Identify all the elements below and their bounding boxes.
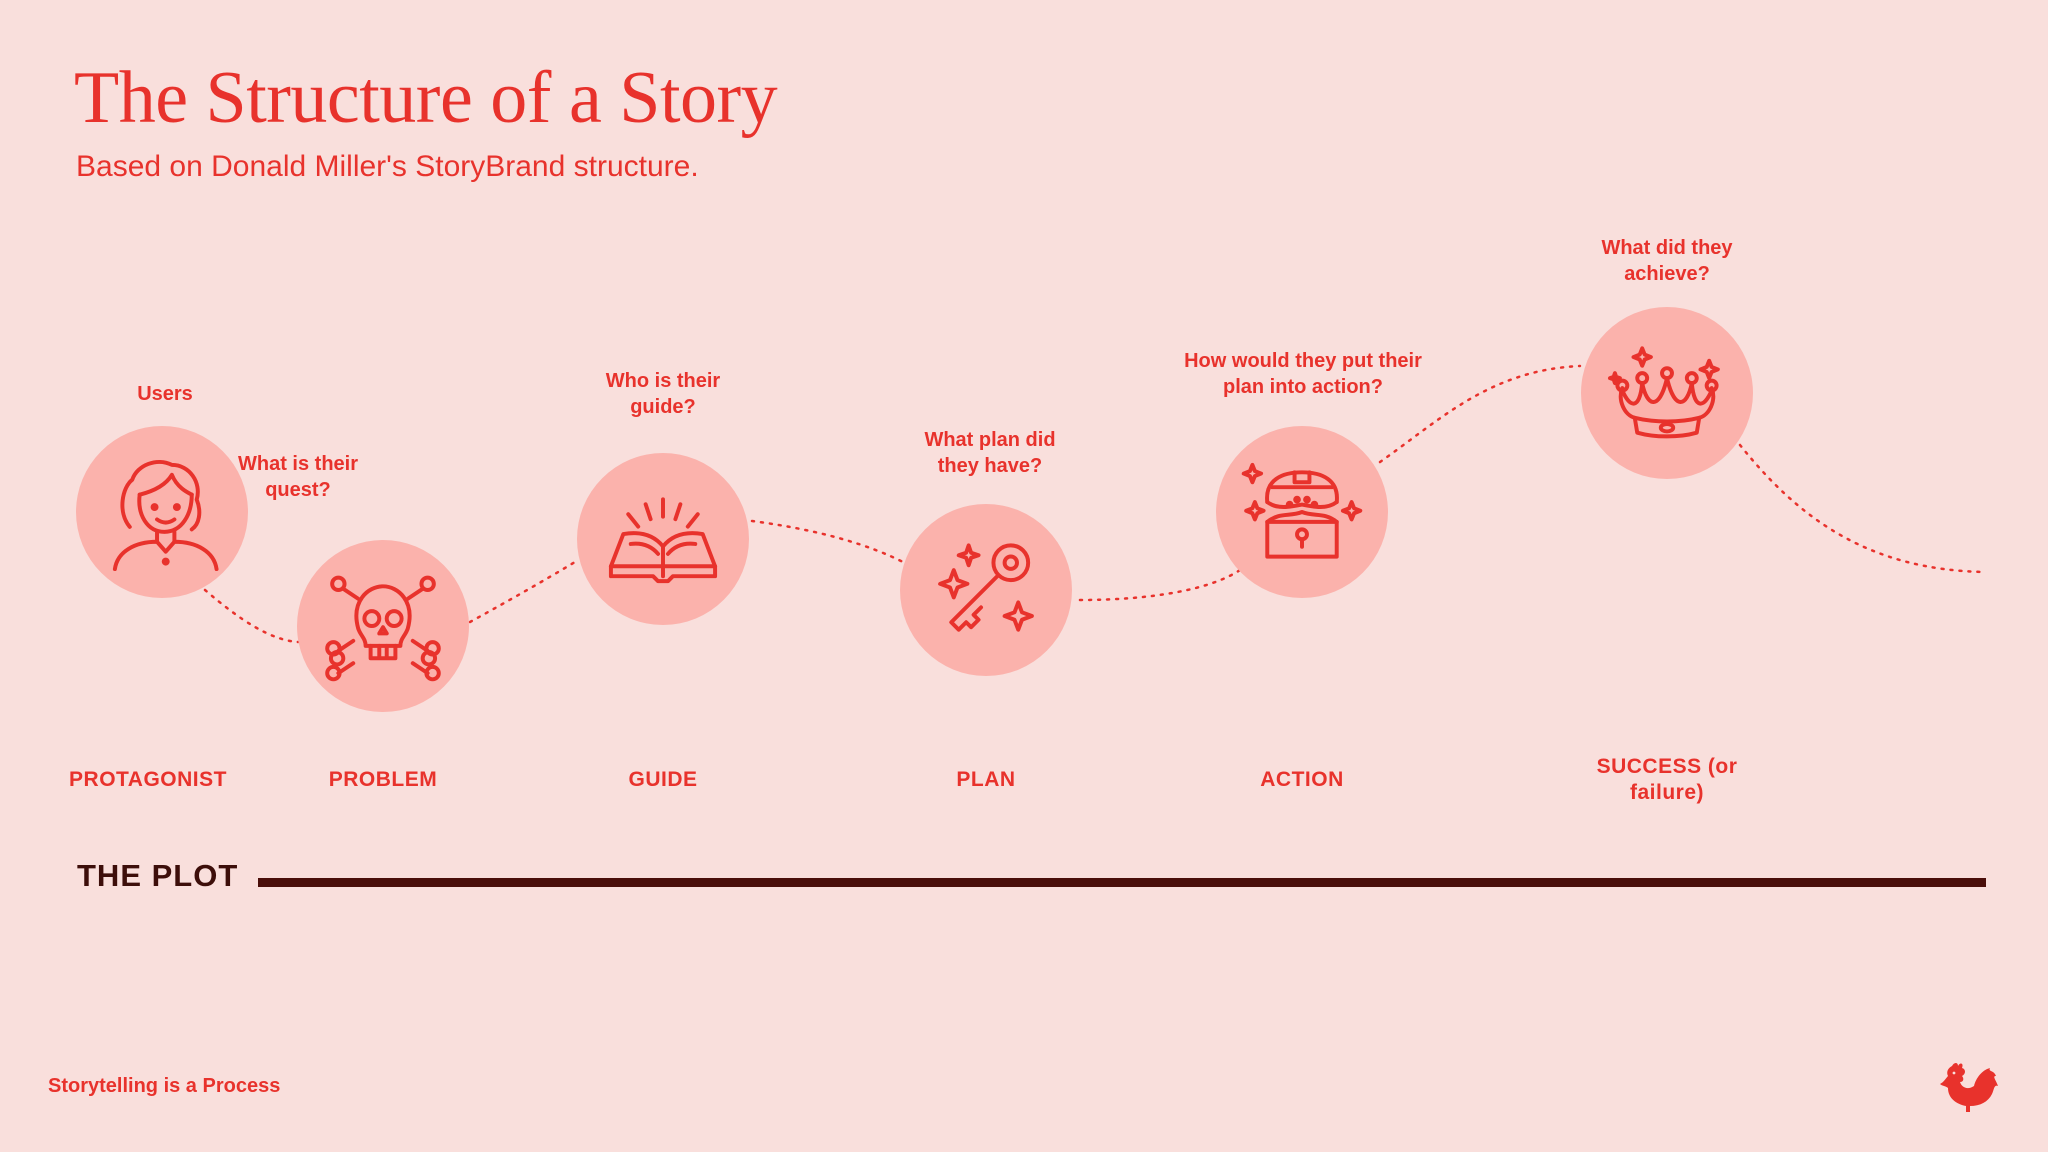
stage-plan-node[interactable] <box>900 504 1072 676</box>
stage-success-node[interactable] <box>1581 307 1753 479</box>
stage-label-protagonist: PROTAGONIST <box>69 768 227 791</box>
person-icon <box>112 459 219 572</box>
stage-action-node[interactable] <box>1216 426 1388 598</box>
skull-crossbones-icon <box>325 575 441 682</box>
question-problem: What is their quest? <box>237 453 358 501</box>
stage-guide-node[interactable] <box>577 453 749 625</box>
question-guide: Who is their guide? <box>605 370 721 418</box>
treasure-chest-icon <box>1241 462 1363 559</box>
stage-problem-node[interactable] <box>297 540 469 712</box>
crown-icon <box>1607 346 1720 439</box>
question-protagonist: Users <box>137 383 193 405</box>
stage-label-guide: GUIDE <box>628 768 698 791</box>
stage-label-plan: PLAN <box>956 768 1016 791</box>
page-subtitle: Based on Donald Miller's StoryBrand stru… <box>76 150 699 183</box>
question-success: What did they achieve? <box>1601 237 1733 285</box>
page-title: The Structure of a Story <box>74 57 778 139</box>
rooster-logo-icon <box>1940 1063 1998 1112</box>
question-plan: What plan did they have? <box>924 429 1056 477</box>
footer-text: Storytelling is a Process <box>48 1075 281 1097</box>
stage-label-action: ACTION <box>1260 768 1344 791</box>
stage-protagonist-node[interactable] <box>76 426 248 598</box>
plot-label: THE PLOT <box>77 858 239 893</box>
question-action: How would they put their plan into actio… <box>1184 350 1422 398</box>
open-book-icon <box>608 497 718 584</box>
key-icon <box>938 543 1034 632</box>
stage-label-problem: PROBLEM <box>328 768 438 791</box>
stage-label-success: SUCCESS (or failure) <box>1596 755 1738 804</box>
plot-timeline-bar <box>258 878 1986 887</box>
